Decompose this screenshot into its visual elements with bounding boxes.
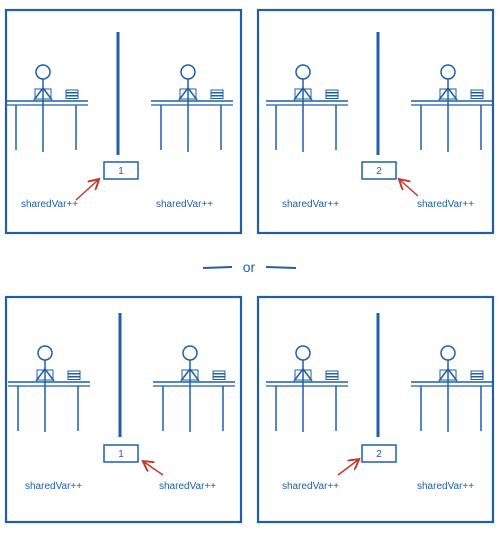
panel-frame <box>4 295 243 524</box>
write-arrow <box>144 462 164 476</box>
right-label: sharedVar++ <box>156 199 213 210</box>
panel-1: 1 sharedVar++ sharedVar++ <box>4 8 243 235</box>
panel-frame <box>256 295 495 524</box>
or-label: or <box>243 259 256 275</box>
right-programmer-at-desk <box>411 345 493 432</box>
left-programmer-at-desk <box>266 64 348 152</box>
left-label: sharedVar++ <box>25 481 82 492</box>
right-programmer-at-desk <box>153 345 235 432</box>
panel-2: 2 sharedVar++ sharedVar++ <box>256 8 495 235</box>
shared-variable-box <box>103 444 139 463</box>
write-arrow <box>75 180 98 201</box>
left-programmer-at-desk <box>8 345 90 432</box>
left-programmer-at-desk <box>6 64 88 152</box>
right-label: sharedVar++ <box>417 199 474 210</box>
left-label: sharedVar++ <box>282 199 339 210</box>
shared-variable-box <box>361 161 397 180</box>
left-programmer-at-desk <box>266 345 348 432</box>
panel-frame <box>4 8 243 235</box>
shared-variable-value: 1 <box>118 166 124 177</box>
write-arrow <box>337 460 358 476</box>
panel-3: 1 sharedVar++ sharedVar++ <box>4 295 243 524</box>
right-label: sharedVar++ <box>159 481 216 492</box>
left-label: sharedVar++ <box>282 481 339 492</box>
panel-frame <box>256 8 495 235</box>
write-arrow <box>400 180 419 197</box>
shared-variable-value: 1 <box>118 449 124 460</box>
shared-variable-box <box>103 161 139 180</box>
left-label: sharedVar++ <box>21 199 78 210</box>
right-label: sharedVar++ <box>417 481 474 492</box>
shared-variable-box <box>361 444 397 463</box>
shared-variable-value: 2 <box>376 166 382 177</box>
panel-4: 2 sharedVar++ sharedVar++ <box>256 295 495 524</box>
or-separator: or <box>202 259 297 275</box>
right-programmer-at-desk <box>411 64 493 152</box>
shared-variable-value: 2 <box>376 449 382 460</box>
right-programmer-at-desk <box>151 64 233 152</box>
